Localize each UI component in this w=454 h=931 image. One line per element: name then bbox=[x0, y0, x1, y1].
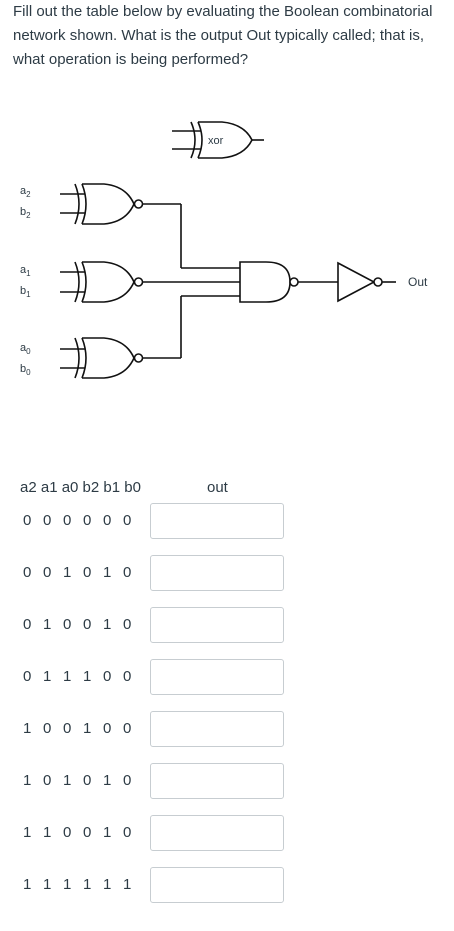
bit-value: 0 bbox=[43, 564, 52, 581]
answer-input[interactable] bbox=[150, 503, 284, 539]
input-label-a2: a2 bbox=[20, 185, 31, 199]
bit-value: 1 bbox=[23, 824, 32, 841]
bit-value: 0 bbox=[103, 512, 112, 529]
answer-input[interactable] bbox=[150, 815, 284, 851]
bit-value: 1 bbox=[63, 772, 72, 789]
bit-value: 0 bbox=[123, 668, 132, 685]
question-text: Fill out the table below by evaluating t… bbox=[13, 3, 433, 68]
table-header-inputs: a2 a1 a0 b2 b1 b0 bbox=[20, 479, 141, 496]
not-gate bbox=[337, 261, 396, 303]
legend-xor-label: xor bbox=[208, 135, 224, 147]
bit-value: 1 bbox=[103, 772, 112, 789]
bit-value: 1 bbox=[23, 876, 32, 893]
answer-input[interactable] bbox=[150, 711, 284, 747]
answer-input[interactable] bbox=[150, 763, 284, 799]
xnor-gate-2 bbox=[60, 183, 240, 269]
bit-value: 1 bbox=[103, 876, 112, 893]
answer-input[interactable] bbox=[150, 555, 284, 591]
bit-value: 1 bbox=[23, 720, 32, 737]
bit-value: 0 bbox=[123, 824, 132, 841]
bit-value: 0 bbox=[83, 564, 92, 581]
bit-value: 0 bbox=[63, 720, 72, 737]
bit-value: 1 bbox=[103, 616, 112, 633]
bit-value: 0 bbox=[123, 512, 132, 529]
bit-value: 1 bbox=[43, 824, 52, 841]
input-label-b2: b2 bbox=[20, 206, 31, 220]
bit-value: 0 bbox=[43, 720, 52, 737]
circuit-diagram: xor a2 b2 a1 b1 a0 b0 Out bbox=[20, 121, 428, 379]
bit-value: 0 bbox=[83, 616, 92, 633]
bit-value: 0 bbox=[43, 772, 52, 789]
bit-value: 1 bbox=[43, 616, 52, 633]
bit-value: 0 bbox=[83, 772, 92, 789]
answer-input[interactable] bbox=[150, 607, 284, 643]
table-header-output: out bbox=[207, 479, 228, 496]
input-label-b0: b0 bbox=[20, 363, 31, 377]
legend-xor-gate bbox=[172, 121, 264, 159]
bit-value: 1 bbox=[43, 668, 52, 685]
xnor-gate-0 bbox=[60, 295, 240, 379]
bit-value: 1 bbox=[83, 876, 92, 893]
bit-value: 1 bbox=[43, 876, 52, 893]
input-label-a1: a1 bbox=[20, 264, 31, 278]
bit-value: 1 bbox=[103, 564, 112, 581]
bit-value: 0 bbox=[103, 668, 112, 685]
bit-value: 0 bbox=[23, 668, 32, 685]
bit-value: 0 bbox=[123, 720, 132, 737]
bit-value: 1 bbox=[63, 668, 72, 685]
bit-value: 0 bbox=[123, 772, 132, 789]
input-label-a0: a0 bbox=[20, 342, 31, 356]
xnor-gate-1 bbox=[60, 261, 240, 303]
bit-value: 1 bbox=[63, 876, 72, 893]
answer-input[interactable] bbox=[150, 659, 284, 695]
bit-value: 0 bbox=[63, 512, 72, 529]
bit-value: 0 bbox=[63, 824, 72, 841]
bit-value: 1 bbox=[83, 668, 92, 685]
bit-value: 1 bbox=[103, 824, 112, 841]
answer-input[interactable] bbox=[150, 867, 284, 903]
bit-value: 0 bbox=[63, 616, 72, 633]
bit-value: 0 bbox=[83, 512, 92, 529]
bit-value: 1 bbox=[63, 564, 72, 581]
input-label-b1: b1 bbox=[20, 285, 31, 299]
bit-value: 0 bbox=[23, 512, 32, 529]
bit-value: 1 bbox=[23, 772, 32, 789]
output-label: Out bbox=[408, 275, 428, 289]
bit-value: 1 bbox=[83, 720, 92, 737]
bit-value: 0 bbox=[43, 512, 52, 529]
bit-value: 0 bbox=[123, 564, 132, 581]
bit-value: 0 bbox=[83, 824, 92, 841]
nand-gate bbox=[239, 261, 338, 303]
bit-value: 0 bbox=[103, 720, 112, 737]
bit-value: 0 bbox=[123, 616, 132, 633]
bit-value: 0 bbox=[23, 616, 32, 633]
bit-value: 1 bbox=[123, 876, 132, 893]
bit-value: 0 bbox=[23, 564, 32, 581]
